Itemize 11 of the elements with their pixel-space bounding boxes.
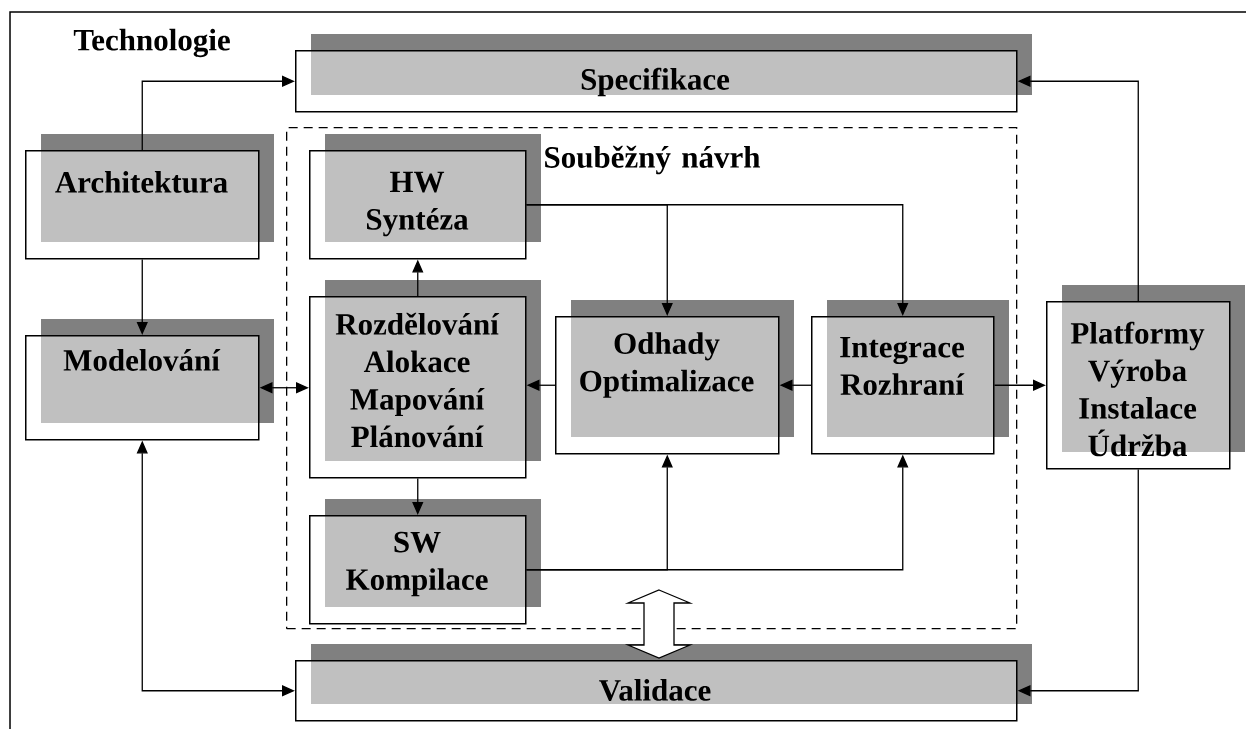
process-box: Specifikace (295, 34, 1032, 113)
process-box: Validace (295, 644, 1032, 722)
process-box: HW Syntéza (309, 134, 541, 260)
process-box: SW Kompilace (309, 499, 541, 625)
double-arrow (624, 589, 694, 659)
process-box: Odhady Optimalizace (555, 300, 794, 455)
process-box: Modelování (25, 319, 274, 441)
process-box: Platformy Výroba Instalace Údržba (1046, 285, 1245, 470)
process-box: Architektura (25, 134, 274, 260)
process-box: Integrace Rozhraní (811, 300, 1009, 455)
process-box: Rozdělování Alokace Mapování Plánování (309, 280, 541, 479)
